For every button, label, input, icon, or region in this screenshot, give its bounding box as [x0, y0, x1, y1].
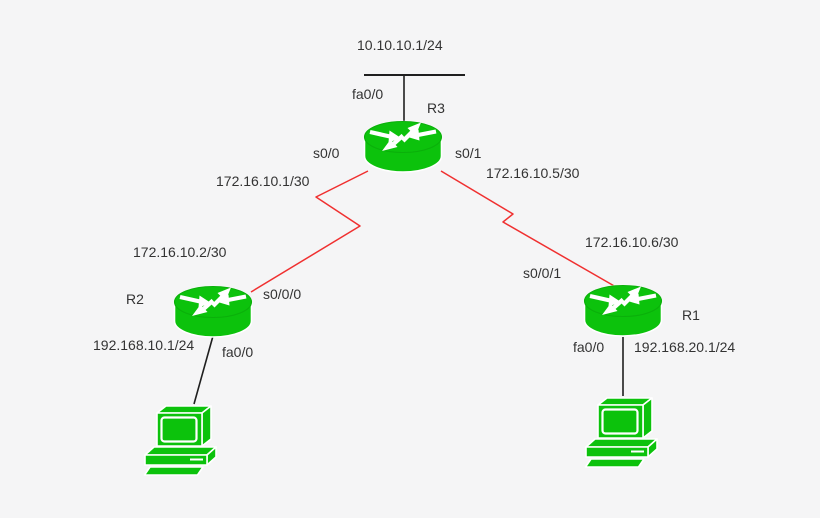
label-r2-name: R2 — [126, 291, 144, 307]
label-r3-s0-0: s0/0 — [313, 145, 340, 161]
label-r2-s0-0-0: s0/0/0 — [263, 286, 302, 302]
label-r3-fa0-0: fa0/0 — [352, 86, 384, 102]
label-serial-right-ip-r1: 172.16.10.6/30 — [585, 234, 679, 250]
label-r1-fa0-0: fa0/0 — [573, 339, 605, 355]
label-r1-s0-0-1: s0/0/1 — [523, 265, 562, 281]
label-r1-lan-ip: 192.168.20.1/24 — [634, 339, 736, 355]
label-r2-lan-ip: 192.168.10.1/24 — [93, 337, 195, 353]
router-r1-icon[interactable] — [585, 286, 662, 336]
label-r3-s0-1: s0/1 — [455, 145, 482, 161]
router-r3-icon[interactable] — [365, 122, 442, 172]
pc-right-icon[interactable] — [584, 396, 659, 469]
label-r3-name: R3 — [427, 100, 445, 116]
ethernet-link-r2-pc — [193, 335, 214, 405]
router-r2-icon[interactable] — [175, 287, 252, 337]
label-serial-left-ip-r2: 172.16.10.2/30 — [133, 244, 227, 260]
serial-link-r3-r2 — [250, 170, 369, 293]
label-r1-name: R1 — [682, 307, 700, 323]
label-top-network-ip: 10.10.10.1/24 — [357, 37, 443, 53]
label-serial-right-ip-r3: 172.16.10.5/30 — [486, 165, 580, 181]
label-serial-left-ip-r3: 172.16.10.1/30 — [216, 173, 310, 189]
serial-link-r3-r1 — [440, 170, 617, 288]
pc-left-icon[interactable] — [143, 404, 218, 477]
label-r2-fa0-0: fa0/0 — [222, 344, 254, 360]
